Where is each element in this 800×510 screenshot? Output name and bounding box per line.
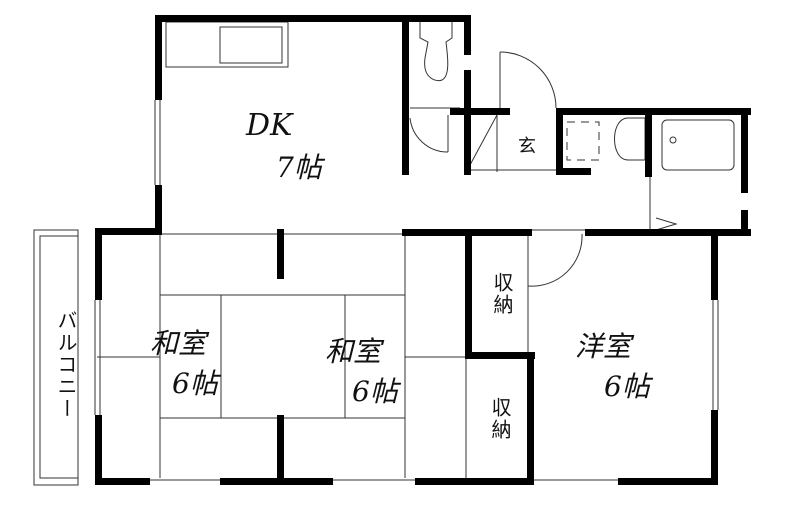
- storage-upper-label: 収納: [490, 272, 514, 316]
- room-washitsu-2-size: 6帖: [352, 375, 398, 408]
- walls: [95, 15, 751, 485]
- room-dk-size: 7帖: [276, 151, 322, 184]
- washbasin: [614, 117, 646, 161]
- washer-space: [566, 121, 600, 161]
- balcony-inner: [39, 235, 79, 479]
- thin-lines: [33, 21, 735, 486]
- room-washitsu-2-name: 和室: [325, 335, 382, 368]
- toilet: [419, 22, 453, 82]
- room-youshitsu-size: 6帖: [604, 370, 650, 403]
- kitchen-sink: [219, 26, 283, 64]
- balcony-label: バルコニー: [54, 310, 78, 420]
- room-washitsu-1-size: 6帖: [172, 367, 218, 400]
- bathtub: [661, 119, 735, 171]
- room-washitsu-1-name: 和室: [150, 327, 207, 360]
- room-youshitsu-name: 洋室: [575, 330, 632, 363]
- storage-lower-label: 収納: [488, 397, 512, 441]
- entrance-label: 玄: [518, 136, 536, 157]
- room-dk-name: DK: [246, 108, 293, 143]
- kitchen-counter: [165, 21, 289, 68]
